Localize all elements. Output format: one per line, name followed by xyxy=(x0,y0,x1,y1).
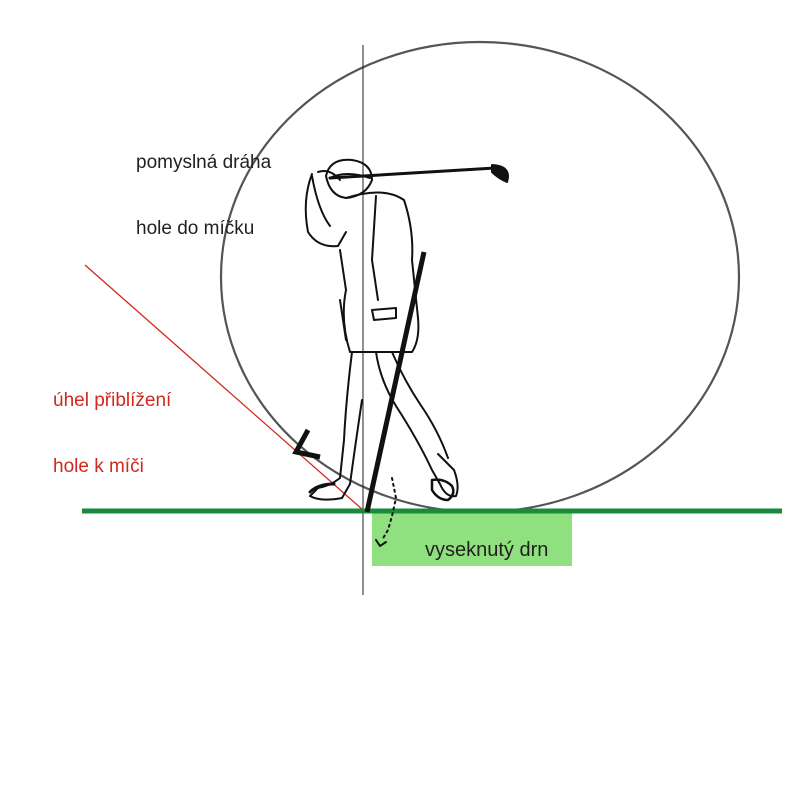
attack-angle-label-line2: hole k míči xyxy=(53,456,144,477)
angle-mark xyxy=(292,428,321,460)
golfer-figure xyxy=(304,158,509,547)
attack-angle-label: úhel přiblížení hole k míči xyxy=(53,346,171,522)
club-path-label: pomyslná dráha hole do míčku xyxy=(136,108,271,284)
club-shaft-line xyxy=(364,251,427,513)
attack-angle-line xyxy=(84,264,364,511)
club-path-circle xyxy=(219,40,741,514)
attack-angle-label-line1: úhel přiblížení xyxy=(53,390,172,411)
club-path-label-line2: hole do míčku xyxy=(136,218,255,239)
divot-label: vyseknutý drn xyxy=(425,539,549,561)
club-path-label-line1: pomyslná dráha xyxy=(136,152,272,173)
divot-area xyxy=(372,512,572,566)
